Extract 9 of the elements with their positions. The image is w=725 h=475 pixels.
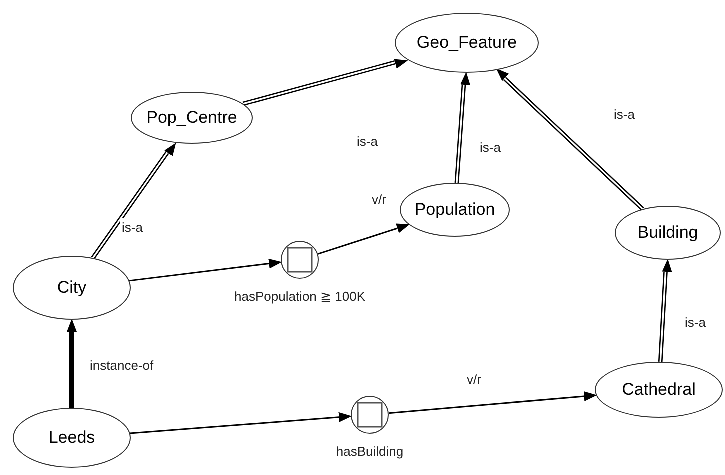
- restriction-label: hasPopulation ≧ 100K: [234, 288, 366, 306]
- node-label: Population: [414, 199, 496, 222]
- restriction-label: hasBuilding: [336, 443, 404, 461]
- node-label: Leeds: [48, 427, 96, 450]
- node-label: City: [57, 277, 87, 300]
- node-label: Geo_Feature: [416, 32, 518, 54]
- node-label: Pop_Centre: [146, 107, 238, 130]
- node-label: Building: [638, 222, 698, 244]
- node-label: Cathedral: [622, 379, 696, 402]
